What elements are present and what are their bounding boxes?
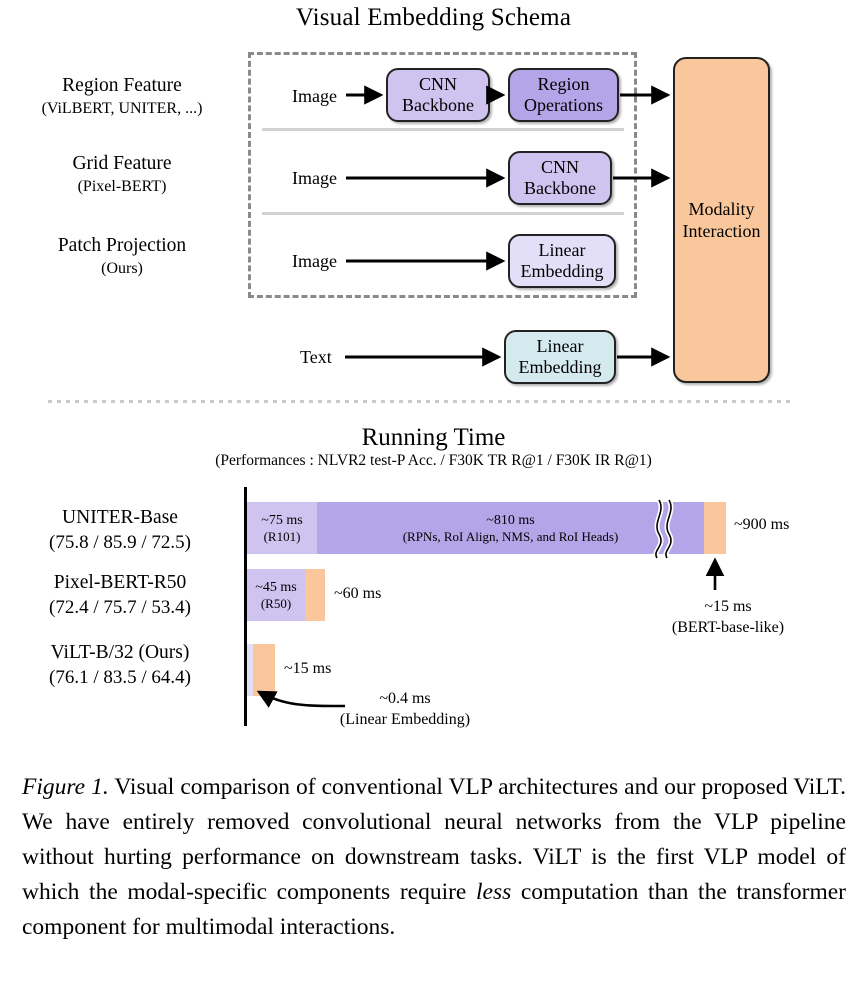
visual-embedding-group-box <box>248 52 637 298</box>
box-linear-embedding-text-line1: Linear <box>536 336 584 356</box>
box-cnn-backbone-grid-line1: CNN <box>540 157 579 177</box>
box-cnn-backbone-region-line2: Backbone <box>402 95 474 115</box>
box-cnn-backbone-grid-line2: Backbone <box>524 178 596 198</box>
model-label-uniter-base: UNITER-Base (75.8 / 85.9 / 72.5) <box>0 505 240 555</box>
figure-caption-emphasis: less <box>476 879 512 905</box>
model-label-vilt-b32-sub: (76.1 / 83.5 / 64.4) <box>49 667 191 688</box>
runtime-subtitle: (Performances : NLVR2 test-P Acc. / F30K… <box>215 452 652 469</box>
figure-caption-text-after: computation than the transformer compone… <box>22 879 846 940</box>
model-label-pixel-bert-r50-main: Pixel-BERT-R50 <box>53 572 187 593</box>
bar-segment-uniter-backbone-detail: (R101) <box>263 528 301 544</box>
figure-caption: Figure 1. Visual comparison of conventio… <box>22 770 846 945</box>
box-region-operations-line2: Operations <box>524 95 603 115</box>
bar-segment-uniter-backbone-value: ~75 ms <box>261 512 303 528</box>
bar-segment-uniter-region-operations-detail: (RPNs, RoI Align, NMS, and RoI Heads) <box>402 528 619 544</box>
schema-label-patch-projection-sub: (Ours) <box>101 260 143 277</box>
schema-label-patch-projection-main: Patch Projection <box>57 235 187 256</box>
source-image-patch: Image <box>292 251 337 271</box>
schema-label-grid-feature-main: Grid Feature <box>72 153 172 174</box>
figure-caption-text-before: Visual comparison of conventional VLP ar… <box>22 774 846 905</box>
annotation-uniter-interaction-callout-line1: ~15 ms <box>704 598 752 615</box>
model-label-pixel-bert-r50-sub: (72.4 / 75.7 / 53.4) <box>49 597 191 618</box>
source-text: Text <box>300 347 332 367</box>
model-label-vilt-b32-main: ViLT-B/32 (Ours) <box>50 642 190 663</box>
bar-segment-pixelbert-backbone: ~45 ms (R50) <box>247 569 305 621</box>
bar-segment-pixelbert-backbone-value: ~45 ms <box>255 579 297 595</box>
box-modality-interaction: Modality Interaction <box>673 57 770 383</box>
box-cnn-backbone-region: CNN Backbone <box>386 68 490 122</box>
bar-segment-uniter-modality-interaction <box>704 502 726 554</box>
model-label-vilt-b32: ViLT-B/32 (Ours) (76.1 / 83.5 / 64.4) <box>0 640 240 690</box>
bar-segment-vilt-modality-interaction <box>253 644 275 696</box>
box-linear-embedding-image: Linear Embedding <box>508 234 616 288</box>
model-label-pixel-bert-r50: Pixel-BERT-R50 (72.4 / 75.7 / 53.4) <box>0 570 240 620</box>
annotation-uniter-interaction-callout-line2: (BERT-base-like) <box>671 619 785 636</box>
box-linear-embedding-text-line2: Embedding <box>518 357 602 377</box>
schema-label-region-feature-main: Region Feature <box>62 75 182 96</box>
box-modality-interaction-line2: Interaction <box>682 221 761 241</box>
bar-segment-vilt-linear-embedding <box>247 644 253 696</box>
box-cnn-backbone-region-line1: CNN <box>418 74 457 94</box>
schema-label-region-feature-sub: (ViLBERT, UNITER, ...) <box>41 100 203 117</box>
bar-segment-uniter-region-operations: ~810 ms (RPNs, RoI Align, NMS, and RoI H… <box>317 502 704 554</box>
annotation-pixelbert-total: ~60 ms <box>334 585 382 602</box>
schema-label-grid-feature: Grid Feature (Pixel-BERT) <box>0 152 244 197</box>
box-region-operations-line1: Region <box>537 74 590 94</box>
annotation-vilt-embedding-callout: ~0.4 ms (Linear Embedding) <box>300 688 510 730</box>
annotation-uniter-interaction-callout: ~15 ms (BERT-base-like) <box>648 596 808 638</box>
row-divider-region-grid <box>262 128 624 131</box>
box-linear-embedding-text: Linear Embedding <box>504 330 616 384</box>
model-label-uniter-base-main: UNITER-Base <box>62 507 178 528</box>
bar-segment-uniter-region-operations-value: ~810 ms <box>486 512 535 528</box>
box-region-operations: Region Operations <box>508 68 619 122</box>
annotation-vilt-embedding-callout-line2: (Linear Embedding) <box>339 711 471 728</box>
box-linear-embedding-image-line2: Embedding <box>520 261 604 281</box>
bar-segment-uniter-backbone: ~75 ms (R101) <box>247 502 317 554</box>
runtime-title: Running Time <box>361 424 506 451</box>
schema-label-patch-projection: Patch Projection (Ours) <box>0 234 244 279</box>
box-linear-embedding-image-line1: Linear <box>538 240 586 260</box>
box-modality-interaction-line1: Modality <box>688 199 755 219</box>
annotation-uniter-total: ~900 ms <box>734 516 790 533</box>
schema-title: Visual Embedding Schema <box>295 4 572 31</box>
bar-segment-pixelbert-modality-interaction <box>305 569 325 621</box>
source-image-region: Image <box>292 86 337 106</box>
schema-label-region-feature: Region Feature (ViLBERT, UNITER, ...) <box>0 74 244 119</box>
bar-segment-pixelbert-backbone-detail: (R50) <box>260 595 292 611</box>
model-label-uniter-base-sub: (75.8 / 85.9 / 72.5) <box>49 532 191 553</box>
box-cnn-backbone-grid: CNN Backbone <box>508 151 612 205</box>
source-image-grid: Image <box>292 168 337 188</box>
chart-y-axis <box>244 487 247 726</box>
annotation-vilt-total: ~15 ms <box>284 660 332 677</box>
section-separator <box>48 400 793 403</box>
schema-label-grid-feature-sub: (Pixel-BERT) <box>77 178 167 195</box>
annotation-vilt-embedding-callout-line1: ~0.4 ms <box>379 690 431 707</box>
row-divider-grid-patch <box>262 212 624 215</box>
figure-caption-label: Figure 1. <box>22 774 109 800</box>
